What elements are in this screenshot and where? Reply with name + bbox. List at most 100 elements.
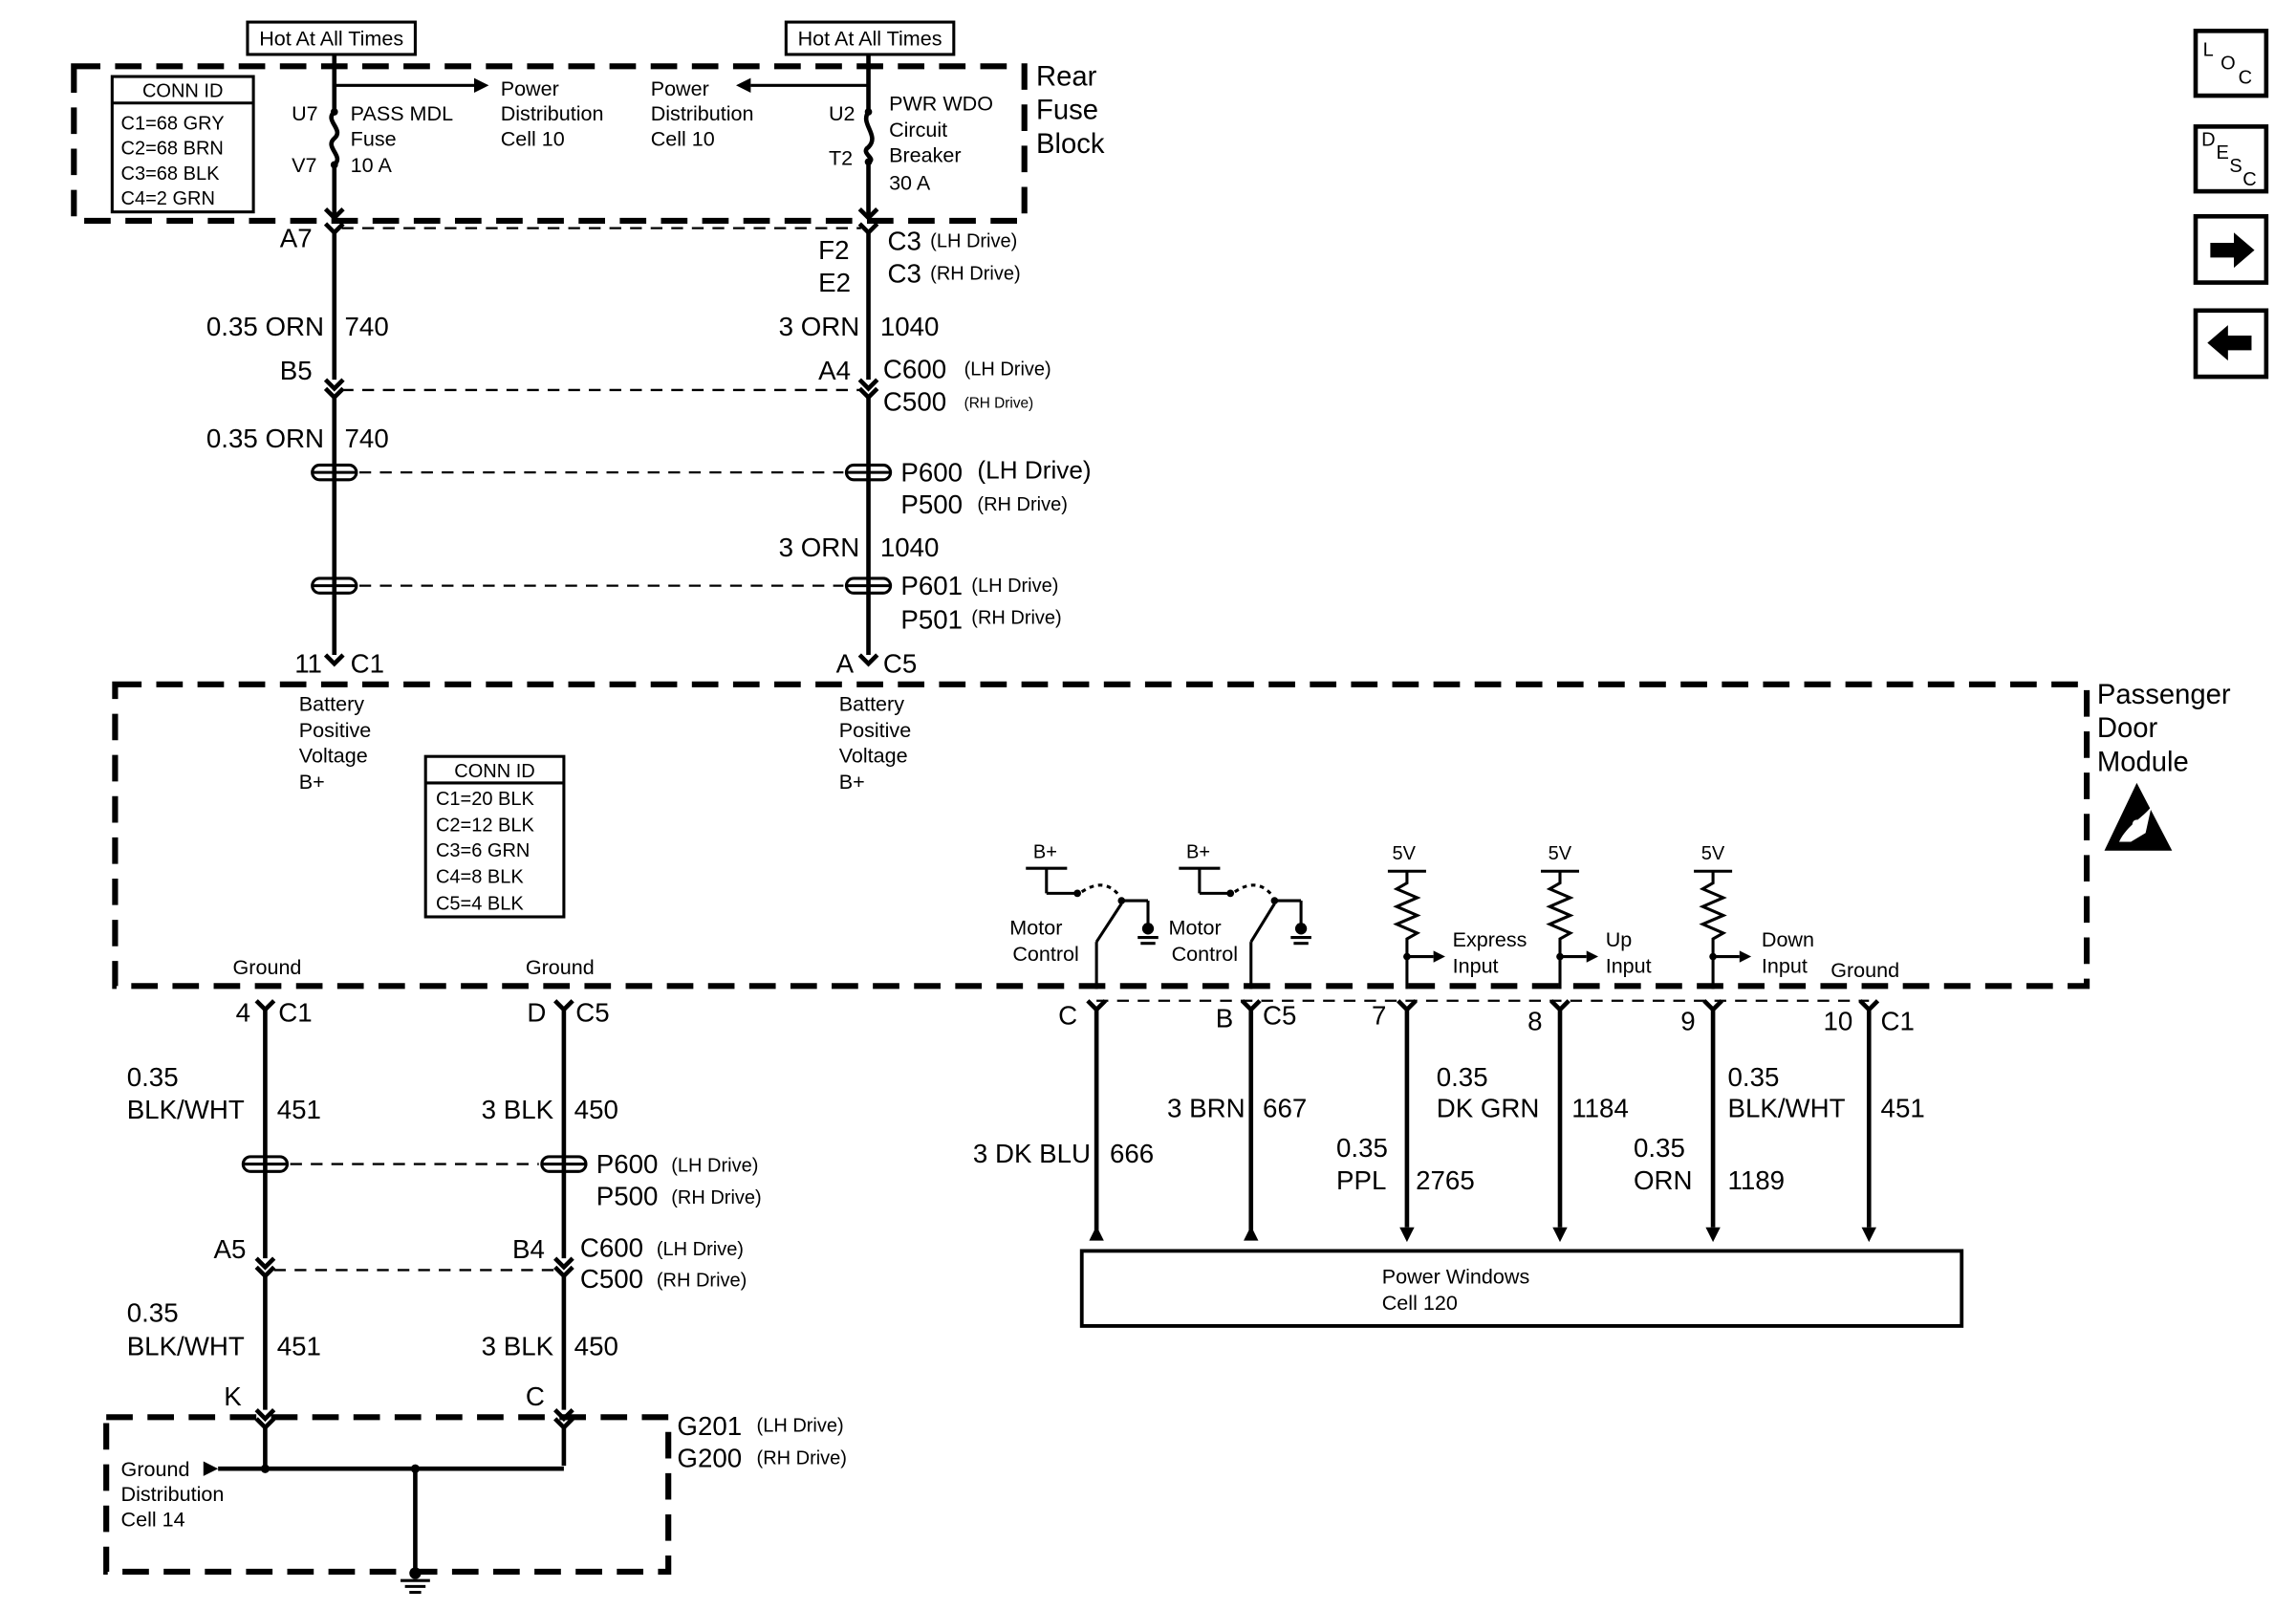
svg-text:L: L — [2203, 39, 2214, 60]
svg-text:Battery: Battery — [839, 691, 904, 715]
power-windows-reference-box — [1079, 1249, 1964, 1328]
svg-text:C1: C1 — [1881, 1007, 1915, 1036]
svg-text:Breaker: Breaker — [889, 142, 961, 166]
svg-text:Power: Power — [501, 76, 559, 100]
svg-text:(RH Drive): (RH Drive) — [671, 1187, 761, 1208]
svg-text:Voltage: Voltage — [839, 743, 908, 767]
svg-text:2765: 2765 — [1416, 1165, 1475, 1195]
svg-text:P500: P500 — [900, 490, 963, 519]
svg-text:D: D — [2201, 129, 2215, 150]
svg-text:740: 740 — [345, 424, 389, 453]
svg-text:3 DK BLU: 3 DK BLU — [973, 1139, 1091, 1168]
svg-text:Door: Door — [2097, 713, 2158, 744]
svg-text:0.35: 0.35 — [1727, 1062, 1779, 1092]
svg-text:Circuit: Circuit — [889, 118, 947, 141]
svg-text:Express: Express — [1453, 927, 1527, 951]
previous-page-button[interactable] — [2193, 308, 2269, 380]
svg-text:Ground: Ground — [1830, 958, 1899, 982]
svg-text:(RH Drive): (RH Drive) — [657, 1270, 747, 1291]
svg-text:B4: B4 — [512, 1234, 545, 1264]
svg-text:B: B — [1216, 1003, 1233, 1033]
svg-text:10 A: 10 A — [351, 153, 393, 177]
p601-splice-right — [844, 577, 893, 595]
svg-text:C600: C600 — [580, 1233, 643, 1263]
svg-text:T2: T2 — [829, 145, 853, 169]
svg-text:C4=8 BLK: C4=8 BLK — [436, 867, 524, 888]
ground-g201-outline — [103, 1414, 672, 1576]
svg-text:3 ORN: 3 ORN — [779, 533, 860, 562]
svg-text:(LH Drive): (LH Drive) — [657, 1239, 744, 1260]
svg-text:Module: Module — [2097, 748, 2189, 778]
fuse-block-conn-id: CONN ID C1=68 GRY C2=68 BRN C3=68 BLK C4… — [110, 75, 255, 214]
svg-text:Input: Input — [1453, 953, 1499, 977]
svg-text:Positive: Positive — [299, 718, 371, 742]
hot-at-all-times-right: Hot At All Times — [798, 27, 942, 51]
pwr-wdo-circuit-breaker-symbol — [863, 110, 875, 164]
location-button[interactable]: L O C — [2193, 29, 2269, 98]
svg-text:451: 451 — [277, 1095, 321, 1124]
svg-text:Up: Up — [1606, 927, 1633, 951]
svg-text:Cell 10: Cell 10 — [651, 126, 715, 150]
svg-text:E: E — [2217, 142, 2229, 163]
description-button[interactable]: D E S C — [2193, 124, 2269, 194]
svg-text:D: D — [527, 997, 546, 1027]
svg-text:BLK/WHT: BLK/WHT — [127, 1095, 245, 1124]
svg-text:0.35: 0.35 — [127, 1297, 179, 1327]
svg-text:30 A: 30 A — [889, 171, 931, 195]
svg-text:Positive: Positive — [839, 718, 911, 742]
svg-text:450: 450 — [574, 1095, 618, 1124]
svg-text:5V: 5V — [1701, 843, 1725, 864]
pass-mdl-fuse-symbol — [329, 110, 340, 167]
svg-text:(RH Drive): (RH Drive) — [977, 494, 1067, 515]
next-page-button[interactable] — [2193, 213, 2269, 285]
svg-text:B5: B5 — [280, 356, 313, 385]
svg-text:451: 451 — [277, 1332, 321, 1361]
svg-text:Cell 120: Cell 120 — [1382, 1291, 1458, 1315]
svg-text:(RH Drive): (RH Drive) — [971, 608, 1061, 629]
svg-text:C3: C3 — [888, 227, 921, 256]
svg-text:Ground: Ground — [526, 955, 595, 979]
rear-fuse-block-title: Rear — [1036, 61, 1097, 92]
svg-text:P600: P600 — [596, 1149, 659, 1179]
svg-text:(RH Drive): (RH Drive) — [757, 1448, 847, 1469]
svg-text:Motor: Motor — [1009, 915, 1062, 939]
svg-text:B+: B+ — [1033, 841, 1057, 862]
svg-text:451: 451 — [1881, 1093, 1925, 1122]
svg-text:P500: P500 — [596, 1182, 659, 1211]
svg-text:Input: Input — [1606, 953, 1652, 977]
svg-text:740: 740 — [345, 312, 389, 341]
svg-text:(LH Drive): (LH Drive) — [671, 1155, 758, 1176]
svg-text:0.35: 0.35 — [127, 1062, 179, 1092]
svg-text:DK GRN: DK GRN — [1437, 1093, 1540, 1122]
svg-text:C5: C5 — [1263, 1000, 1296, 1030]
door-module-conn-id: CONN ID C1=20 BLK C2=12 BLK C3=6 GRN C4=… — [423, 754, 566, 919]
svg-text:V7: V7 — [292, 153, 316, 177]
chassis-ground-icon — [401, 1567, 430, 1595]
svg-text:9: 9 — [1680, 1007, 1695, 1036]
svg-text:A5: A5 — [214, 1234, 247, 1264]
svg-text:Power Windows: Power Windows — [1382, 1264, 1529, 1288]
svg-text:C1=20 BLK: C1=20 BLK — [436, 789, 535, 810]
rear-fuse-block-outline — [71, 63, 1028, 224]
svg-text:Control: Control — [1012, 942, 1078, 966]
svg-text:Control: Control — [1172, 942, 1238, 966]
svg-text:B+: B+ — [299, 770, 325, 794]
svg-text:ORN: ORN — [1634, 1165, 1693, 1195]
passenger-door-module-title: Passenger — [2097, 680, 2231, 710]
svg-text:Power: Power — [651, 76, 709, 100]
svg-text:666: 666 — [1110, 1139, 1154, 1168]
svg-text:667: 667 — [1263, 1093, 1307, 1122]
svg-text:C600: C600 — [883, 355, 946, 384]
svg-text:B+: B+ — [839, 770, 865, 794]
svg-text:Motor: Motor — [1169, 915, 1222, 939]
svg-text:P601: P601 — [900, 571, 963, 600]
motor-control-switch-2: B+ Motor Control — [1169, 841, 1311, 990]
svg-text:(LH Drive): (LH Drive) — [964, 359, 1051, 381]
svg-text:PWR WDO: PWR WDO — [889, 91, 993, 115]
svg-text:C5: C5 — [575, 997, 609, 1027]
p601-splice-left — [311, 577, 358, 595]
hot-at-all-times-left-box — [246, 20, 417, 56]
down-input-pullup: 5V Down Input — [1694, 843, 1814, 990]
svg-text:4: 4 — [236, 997, 250, 1027]
svg-text:Cell 10: Cell 10 — [501, 126, 565, 150]
